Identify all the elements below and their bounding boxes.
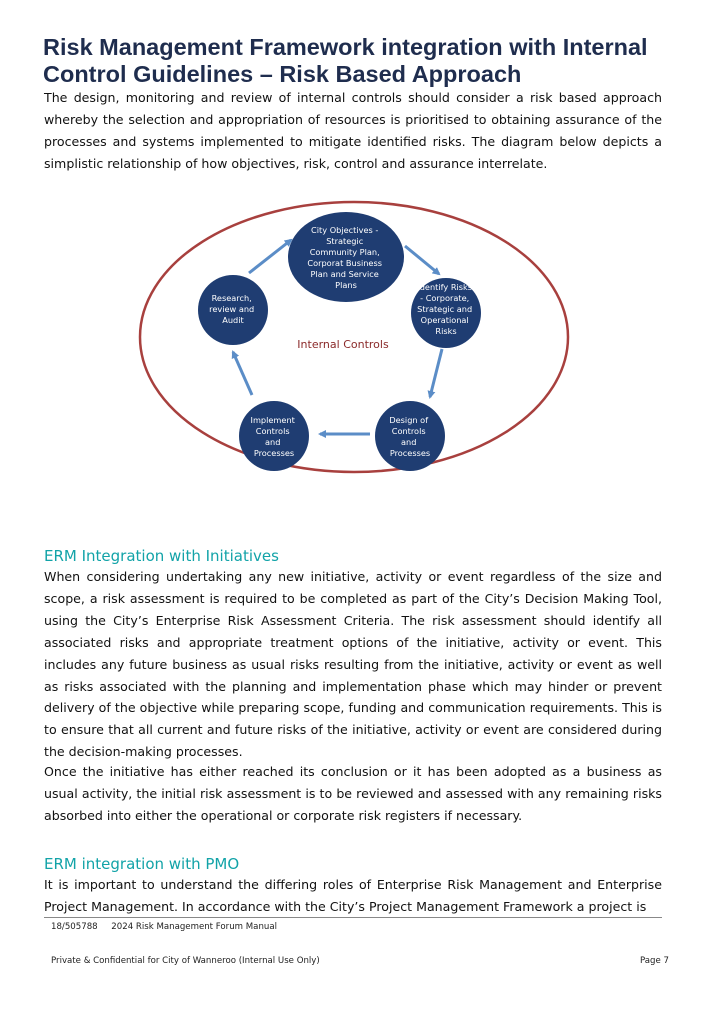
node-identify-risks-label: Identify Risks - Corporate, Strategic an… — [417, 282, 475, 336]
node-identify-risks: Identify Risks - Corporate, Strategic an… — [411, 278, 481, 348]
node-research-review: Research, review and Audit — [198, 275, 268, 345]
section-heading-pmo: ERM integration with PMO — [44, 855, 240, 873]
footer-page-number: Page 7 — [639, 956, 669, 966]
section-heading-initiatives: ERM Integration with Initiatives — [44, 547, 279, 565]
pmo-paragraph-1: It is important to understand the differ… — [44, 877, 662, 914]
footer-divider — [44, 917, 662, 918]
internal-controls-boundary — [138, 200, 570, 474]
node-design-controls: Design of Controls and Processes — [375, 401, 445, 471]
footer-document-reference: 18/505788 2024 Risk Management Forum Man… — [51, 922, 277, 932]
initiatives-paragraph-2: Once the initiative has either reached i… — [44, 764, 662, 823]
initiatives-paragraph-1: When considering undertaking any new ini… — [44, 569, 662, 760]
arrow-research-to-objectives — [248, 238, 293, 275]
node-city-objectives-label: City Objectives - Strategic Community Pl… — [307, 225, 384, 290]
footer-confidentiality-notice: Private & Confidential for City of Wanne… — [51, 956, 320, 966]
risk-control-cycle-diagram: City Objectives - Strategic Community Pl… — [138, 200, 570, 474]
internal-controls-label: Internal Controls — [297, 338, 389, 351]
node-design-controls-label: Design of Controls and Processes — [389, 415, 430, 458]
arrow-risks-to-design — [427, 348, 444, 399]
node-research-review-label: Research, review and Audit — [209, 293, 257, 325]
node-implement-controls: Implement Controls and Processes — [239, 401, 309, 471]
page-title: Risk Management Framework integration wi… — [43, 34, 648, 87]
arrow-implement-to-research — [231, 350, 254, 396]
node-city-objectives: City Objectives - Strategic Community Pl… — [288, 212, 404, 302]
node-implement-controls-label: Implement Controls and Processes — [251, 415, 298, 458]
arrow-objectives-to-risks — [404, 244, 441, 276]
intro-paragraph: The design, monitoring and review of int… — [44, 90, 662, 171]
